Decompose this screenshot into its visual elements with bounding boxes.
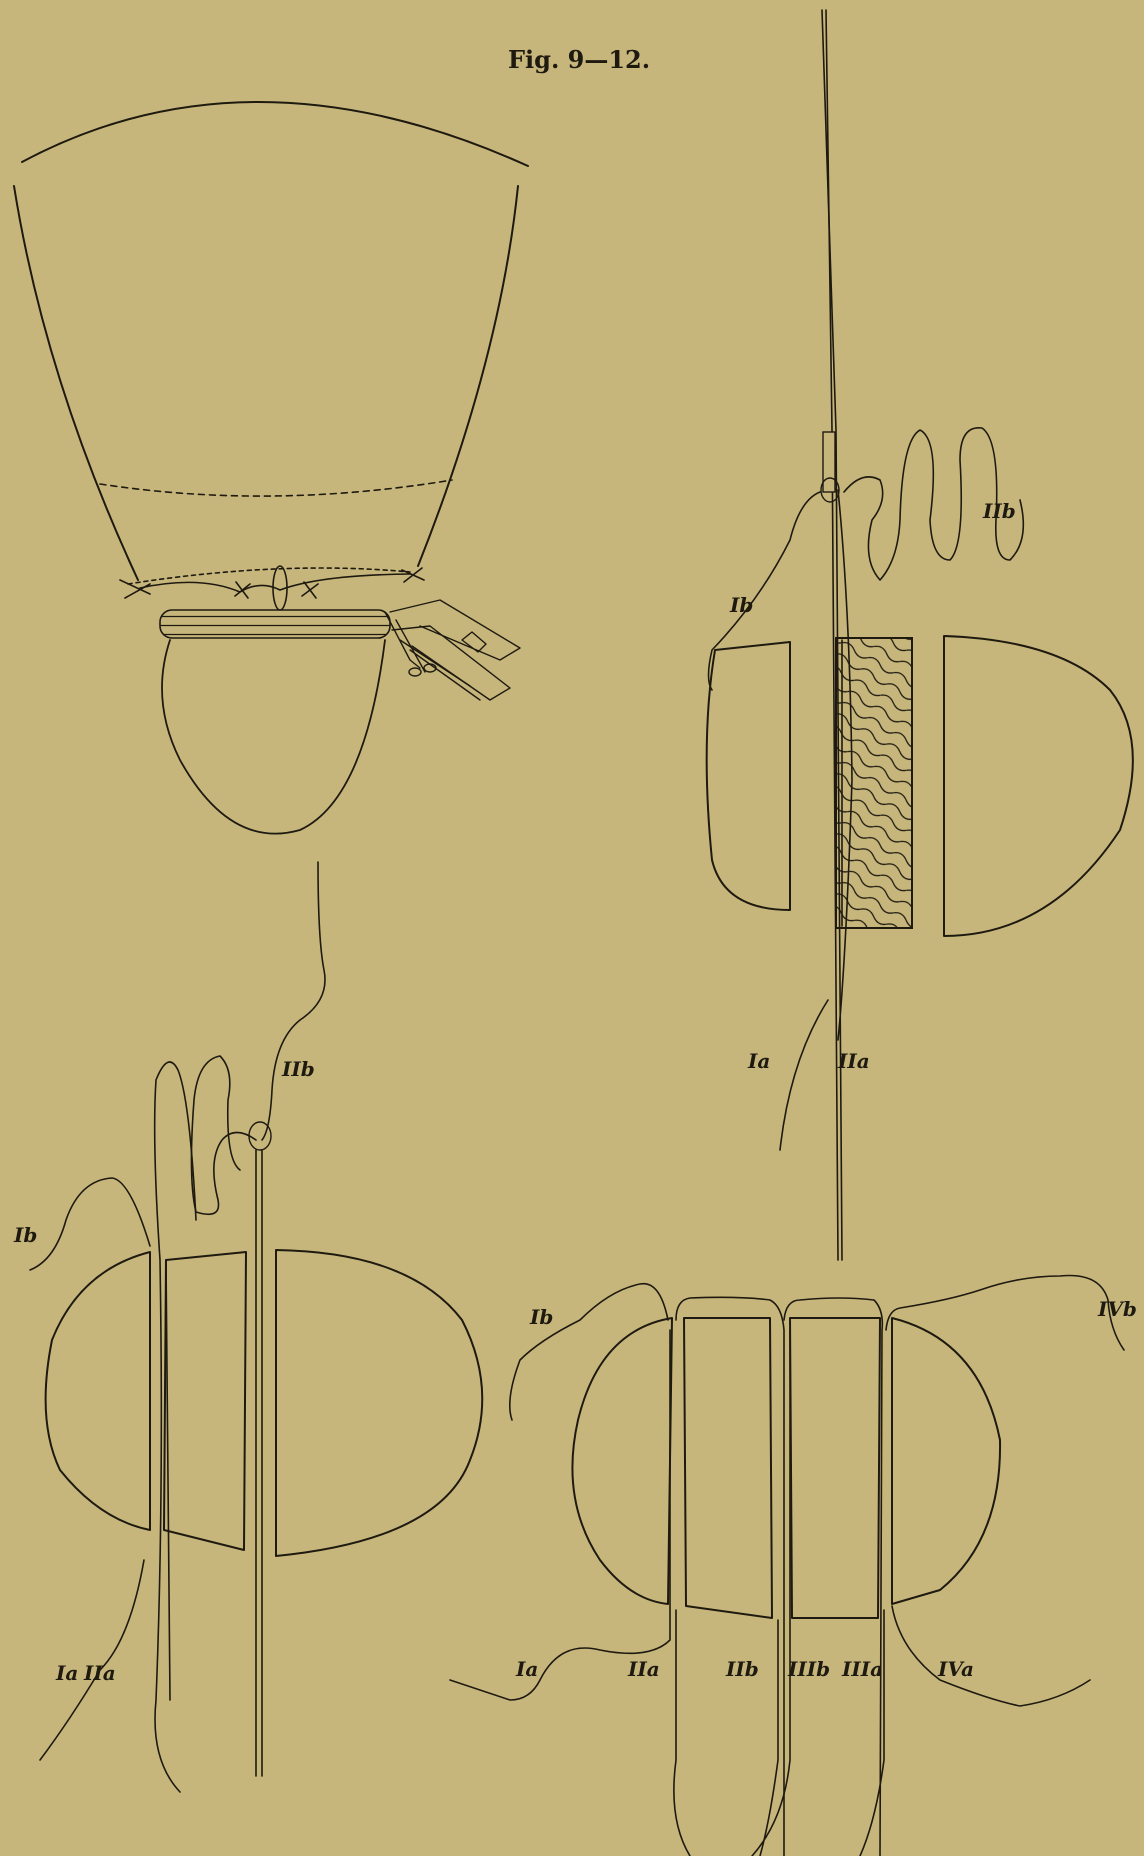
figure-title: Fig. 9—12. xyxy=(508,45,650,74)
fig11-label-Ib: Ib xyxy=(13,1223,37,1247)
fig10-label-IIb: IIb xyxy=(982,499,1016,523)
fig10-label-IIa: IIa xyxy=(837,1049,870,1073)
fig12-label-IVa: IVa xyxy=(937,1657,974,1681)
fig12-label-IIIb: IIIb xyxy=(787,1657,830,1681)
fig10-label-Ia: Ia xyxy=(747,1049,770,1073)
fig10-label-Ib: Ib xyxy=(729,593,753,617)
fig12-label-IIb: IIb xyxy=(725,1657,759,1681)
fig11-label-IIb: IIb xyxy=(281,1057,315,1081)
fig12-label-IIIa: IIIa xyxy=(841,1657,883,1681)
fig12-label-Ia: Ia xyxy=(515,1657,538,1681)
fig9-stump-drawing xyxy=(14,102,528,834)
fig11-label-IIa: IIa xyxy=(83,1661,116,1685)
fig12-label-IVb: IVb xyxy=(1097,1297,1137,1321)
fig12-label-IIa: IIa xyxy=(627,1657,660,1681)
fig11-label-Ia: Ia xyxy=(55,1661,78,1685)
fig11-suture-drawing: IIb Ib Ia IIa xyxy=(13,862,482,1792)
fig10-suture-drawing: IIb Ib Ia IIa xyxy=(707,10,1133,1260)
fig12-label-Ib: Ib xyxy=(529,1305,553,1329)
fig12-suture-drawing: Ib IVb Ia IIa IIb IIIb IIIa IVa xyxy=(450,1276,1137,1856)
